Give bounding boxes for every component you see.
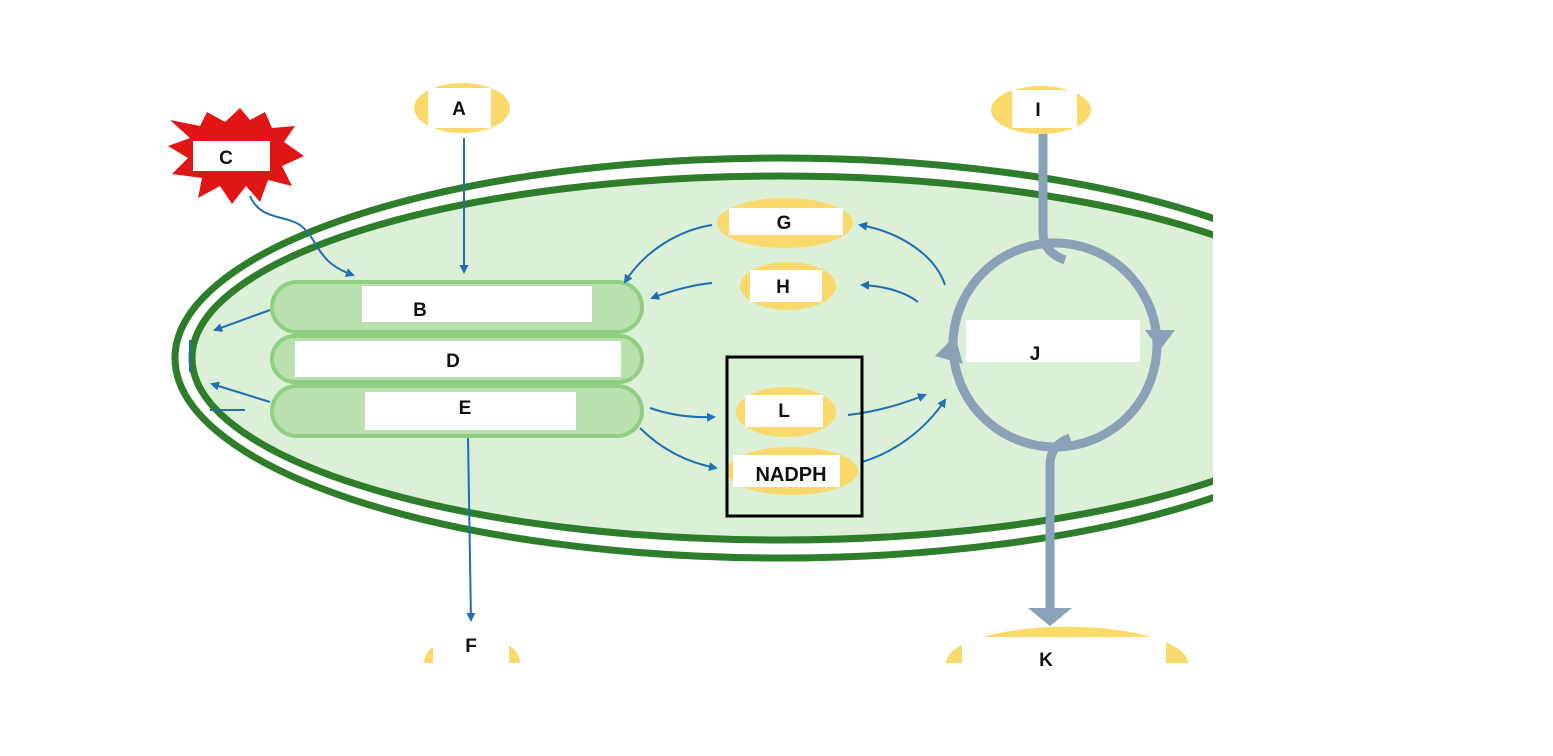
molecule-f: F	[424, 630, 520, 663]
label-box-l	[745, 395, 823, 427]
arrow-j-to-h	[860, 280, 919, 303]
label-box-f	[433, 630, 509, 663]
label-g: G	[777, 213, 792, 234]
arrow-l-to-j	[847, 393, 927, 416]
arrow-c-to-b	[249, 195, 355, 277]
arrow-h-to-b	[650, 282, 713, 300]
label-k: K	[1039, 650, 1053, 671]
cycle-j: J	[935, 130, 1175, 626]
label-l: L	[778, 401, 790, 422]
label-j: J	[1030, 344, 1041, 365]
label-box-e	[365, 392, 576, 430]
arrow-e-to-l	[649, 407, 716, 422]
flow-arrows	[249, 138, 947, 622]
label-i: I	[1035, 100, 1040, 121]
label-f: F	[465, 636, 477, 657]
inner-membrane	[188, 172, 1213, 544]
label-b: B	[413, 300, 427, 321]
label-h: H	[776, 277, 790, 298]
label-d: D	[446, 351, 460, 372]
cycle-output-arrowhead	[1028, 608, 1072, 626]
molecule-h: H	[740, 262, 836, 310]
label-box-d	[295, 341, 621, 377]
label-box-nadph	[733, 455, 840, 487]
molecule-g: G	[717, 198, 853, 248]
molecule-k: K	[946, 626, 1188, 671]
thylakoid-labels: B D E	[295, 286, 621, 430]
label-a: A	[452, 99, 466, 120]
cycle-output-stem	[1045, 433, 1072, 608]
arrow-j-to-g	[858, 221, 946, 286]
label-box-g	[729, 208, 843, 235]
arrow-e-to-f	[466, 437, 476, 622]
label-box-h	[750, 270, 822, 302]
label-box-c	[193, 141, 270, 171]
molecule-a: A	[414, 83, 510, 133]
label-box-b	[362, 286, 592, 322]
label-box-i	[1012, 90, 1077, 128]
arrow-e-to-nadph	[639, 427, 718, 472]
cycle-arrowhead-right	[1145, 330, 1175, 350]
label-nadph: NADPH	[755, 464, 826, 486]
label-box-j	[966, 320, 1140, 362]
membrane-arrows	[189, 309, 271, 411]
chloroplast	[171, 154, 1213, 562]
molecule-i: I	[991, 86, 1091, 134]
label-c: C	[219, 148, 233, 169]
arrow-nadph-to-j	[861, 398, 947, 463]
cycle-arrowhead-left	[935, 336, 963, 364]
highlight-box	[725, 355, 864, 518]
label-box-a	[428, 88, 491, 128]
label-box-k	[962, 637, 1166, 663]
energy-carriers: L NADPH	[725, 355, 864, 518]
arrow-g-to-b	[623, 224, 713, 284]
light-source: C	[168, 108, 304, 204]
label-e: E	[459, 398, 472, 419]
